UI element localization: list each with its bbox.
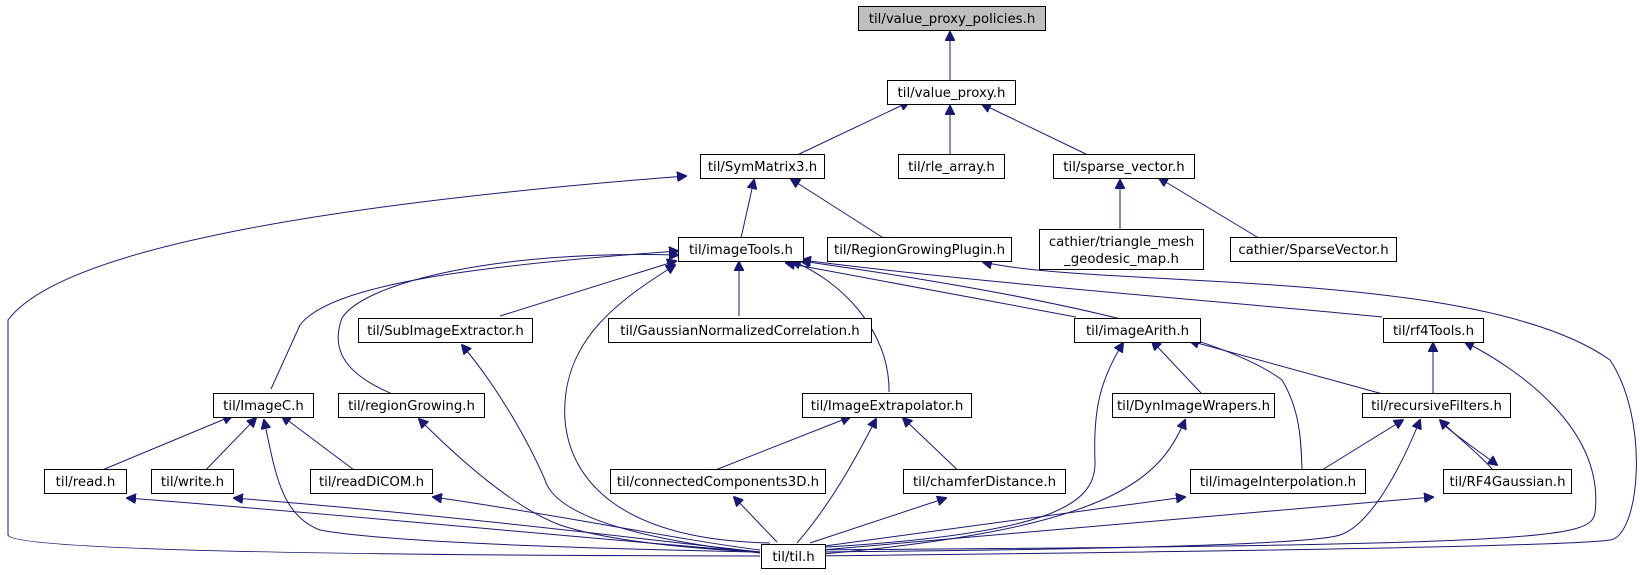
node-imageinterpolation[interactable]: til/imageInterpolation.h (1190, 469, 1366, 494)
edge-til-to-imagearith (809, 343, 1123, 549)
edge-sparsevector_c-to-sparse_vector (1159, 178, 1263, 241)
svg-text:til/DynImageWrapers.h: til/DynImageWrapers.h (1117, 399, 1270, 414)
svg-text:til/imageArith.h: til/imageArith.h (1086, 324, 1189, 339)
edge-til-to-connectedcomponents (734, 497, 778, 543)
svg-text:til/til.h: til/til.h (772, 550, 814, 565)
node-symmatrix3[interactable]: til/SymMatrix3.h (700, 154, 825, 179)
node-rf4tools[interactable]: til/rf4Tools.h (1383, 318, 1484, 343)
edge-chamferdistance-to-imageextrapolator (903, 418, 967, 479)
svg-text:til/sparse_vector.h: til/sparse_vector.h (1063, 160, 1184, 175)
svg-text:til/write.h: til/write.h (161, 475, 224, 490)
svg-text:til/imageTools.h: til/imageTools.h (689, 243, 793, 258)
edge-imageextrapolator-to-imagetools (792, 261, 890, 393)
svg-text:til/ImageExtrapolator.h: til/ImageExtrapolator.h (811, 399, 964, 414)
svg-text:til/value_proxy_policies.h: til/value_proxy_policies.h (869, 12, 1036, 27)
node-subimageextractor[interactable]: til/SubImageExtractor.h (358, 318, 533, 343)
svg-text:til/RF4Gaussian.h: til/RF4Gaussian.h (1449, 475, 1565, 490)
edge-write-to-imagec (197, 418, 256, 479)
edge-til-to-regiongrowingplugin (809, 262, 1637, 557)
edge-imagearith-to-imagetools (786, 263, 1077, 318)
svg-text:cathier/SparseVector.h: cathier/SparseVector.h (1238, 243, 1388, 258)
svg-text:til/regionGrowing.h: til/regionGrowing.h (348, 399, 475, 414)
node-regiongrowingplugin[interactable]: til/RegionGrowingPlugin.h (827, 237, 1012, 262)
edge-til-to-dynimagewrapers (809, 420, 1185, 556)
edge-dynimagewrapers-to-imagearith (1152, 341, 1202, 394)
edge-til-to-recursivefilters (809, 420, 1420, 553)
node-imagetools[interactable]: til/imageTools.h (678, 237, 804, 262)
node-til[interactable]: til/til.h (761, 544, 826, 569)
edge-recursivefilters-to-rf4gaussian (1443, 424, 1497, 465)
svg-text:til/readDICOM.h: til/readDICOM.h (319, 475, 424, 490)
node-write[interactable]: til/write.h (151, 469, 234, 494)
node-value-proxy[interactable]: til/value_proxy.h (887, 80, 1016, 105)
svg-text:til/value_proxy.h: til/value_proxy.h (898, 86, 1006, 101)
node-read[interactable]: til/read.h (44, 469, 127, 494)
edge-readdicom-to-imagec (282, 416, 367, 480)
node-readdicom[interactable]: til/readDICOM.h (310, 469, 433, 494)
svg-text:til/SubImageExtractor.h: til/SubImageExtractor.h (367, 324, 524, 339)
node-sparse-vector[interactable]: til/sparse_vector.h (1053, 154, 1195, 179)
edge-til-to-subimageextractor (462, 345, 761, 554)
edge-til-to-chamferdistance (809, 498, 946, 544)
node-gaussiannormalizedcorrelation[interactable]: til/GaussianNormalizedCorrelation.h (608, 318, 872, 343)
edge-symmatrix3-to-value_proxy (794, 102, 909, 157)
node-rle-array[interactable]: til/rle_array.h (898, 154, 1005, 179)
edge-til-to-symmatrix3 (7, 176, 761, 557)
edge-til-to-write (234, 498, 761, 553)
edge-imageinterpolation-to-imagetools (801, 261, 1303, 470)
edge-regiongrowingplugin-to-symmatrix3 (791, 179, 886, 240)
svg-text:til/rf4Tools.h: til/rf4Tools.h (1393, 324, 1474, 339)
svg-text:til/ImageC.h: til/ImageC.h (223, 399, 304, 414)
edge-til-to-read (127, 498, 761, 553)
svg-text:til/imageInterpolation.h: til/imageInterpolation.h (1200, 475, 1356, 490)
node-imagec[interactable]: til/ImageC.h (213, 393, 314, 418)
node-cathier-sparsevector[interactable]: cathier/SparseVector.h (1230, 237, 1397, 262)
edge-recursivefilters-to-imagearith (1190, 341, 1391, 397)
node-connectedcomponents3d[interactable]: til/connectedComponents3D.h (610, 469, 826, 494)
edge-til-to-readdicom (433, 497, 761, 551)
svg-text:til/recursiveFilters.h: til/recursiveFilters.h (1371, 399, 1502, 414)
node-rf4gaussian[interactable]: til/RF4Gaussian.h (1443, 469, 1572, 494)
edge-til-to-imageinterpolation (809, 497, 1185, 549)
edge-rf4tools-to-imagetools (802, 260, 1383, 318)
edge-til-to-imagec (264, 420, 761, 553)
edge-til-to-regiongrowing (419, 419, 761, 553)
svg-text:_geodesic_map.h: _geodesic_map.h (1063, 252, 1179, 267)
node-dynimagewrapers[interactable]: til/DynImageWrapers.h (1112, 393, 1275, 418)
svg-text:til/connectedComponents3D.h: til/connectedComponents3D.h (617, 475, 819, 490)
svg-text:til/SymMatrix3.h: til/SymMatrix3.h (708, 160, 817, 175)
svg-text:til/read.h: til/read.h (56, 475, 116, 490)
node-chamferdistance[interactable]: til/chamferDistance.h (903, 469, 1066, 494)
edge-til-to-imagetools (564, 265, 771, 544)
edge-read-to-imagec (82, 416, 232, 479)
edge-connectedcomponents-to-imageextrapolator (694, 417, 850, 479)
node-imageextrapolator[interactable]: til/ImageExtrapolator.h (802, 393, 972, 418)
edge-til-to-rf4tools (809, 342, 1597, 551)
edge-til-to-imageextrapolator (796, 419, 876, 544)
svg-text:til/chamferDistance.h: til/chamferDistance.h (913, 475, 1056, 490)
svg-text:til/rle_array.h: til/rle_array.h (908, 160, 995, 175)
edge-regiongrowing-to-imagetools (337, 254, 678, 398)
edge-sparse_vector-to-value_proxy (982, 104, 1091, 157)
svg-text:cathier/triangle_mesh: cathier/triangle_mesh (1049, 235, 1194, 250)
node-value-proxy-policies[interactable]: til/value_proxy_policies.h (858, 6, 1046, 31)
node-recursivefilters[interactable]: til/recursiveFilters.h (1362, 393, 1511, 418)
node-cathier-triangle-mesh-geodesic-map[interactable]: cathier/triangle_mesh _geodesic_map.h (1039, 229, 1204, 270)
edge-subimageextractor-to-imagetools (499, 261, 676, 317)
svg-text:til/GaussianNormalizedCorrelat: til/GaussianNormalizedCorrelation.h (620, 324, 859, 339)
node-imagearith[interactable]: til/imageArith.h (1074, 318, 1201, 343)
node-regiongrowing[interactable]: til/regionGrowing.h (338, 393, 485, 418)
edge-til-to-rf4gaussian (809, 497, 1433, 552)
edge-imagetools-to-symmatrix3 (740, 180, 754, 239)
svg-text:til/RegionGrowingPlugin.h: til/RegionGrowingPlugin.h (834, 243, 1005, 258)
edge-imageinterpolation-to-recursivefilters (1308, 420, 1403, 479)
